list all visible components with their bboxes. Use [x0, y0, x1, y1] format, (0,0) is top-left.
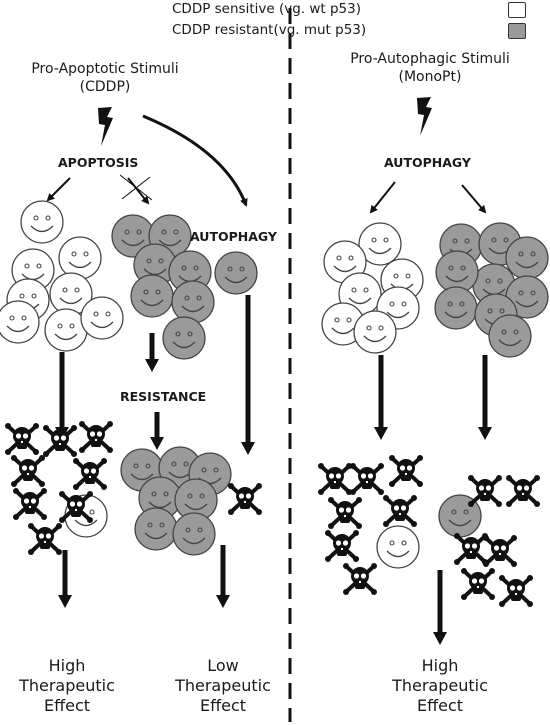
- legend-sensitive-label: CDDP sensitive (vg. wt p53): [172, 1, 362, 17]
- resistance-label: RESISTANCE: [120, 389, 207, 404]
- apoptosis-arrow-blocked: [127, 177, 150, 205]
- low-effect-arrow: [216, 545, 230, 608]
- low-effect-line1: Low: [207, 656, 239, 675]
- left-apoptosis-label: APOPTOSIS: [58, 155, 139, 170]
- skull-crossbones-icon: [228, 483, 262, 515]
- right-autophagy-label: AUTOPHAGY: [384, 155, 471, 170]
- sensitive-cell: [58, 236, 102, 280]
- low-effect-line3: Effect: [199, 696, 247, 715]
- skull-crossbones-icon: [506, 475, 540, 507]
- right-stimulus-title: Pro-Autophagic Stimuli (MonoPt): [325, 50, 535, 86]
- sensitive-cell: [358, 222, 402, 266]
- right-stimulus-line2: (MonoPt): [398, 69, 462, 85]
- resistance-growth-arrow: [150, 412, 164, 450]
- sensitive-cell: [44, 308, 88, 352]
- legend-resistant-swatch: [508, 23, 526, 39]
- resistant-cell: [435, 250, 479, 294]
- skull-crossbones-icon: [13, 488, 47, 520]
- skull-crossbones-icon: [483, 535, 517, 567]
- sensitive-cell: [20, 200, 64, 244]
- skull-crossbones-icon: [43, 425, 77, 457]
- legend-resistant-label: CDDP resistant(vg. mut p53): [172, 22, 367, 38]
- skull-crossbones-icon: [350, 463, 384, 495]
- resistant-cell: [434, 286, 478, 330]
- resistant-cell: [162, 316, 206, 360]
- skull-crossbones-icon: [499, 575, 533, 607]
- right-resistant-death-arrow: [478, 355, 492, 440]
- sensitive-death-arrow: [55, 352, 69, 440]
- resistant-cell: [505, 236, 549, 280]
- low-effect: Low Therapeutic Effect: [168, 656, 278, 716]
- left-stimulus-title: Pro-Apoptotic Stimuli (CDDP): [10, 60, 200, 96]
- skull-crossbones-icon: [59, 491, 93, 523]
- resistant-cell: [171, 280, 215, 324]
- skull-crossbones-icon: [343, 563, 377, 595]
- skull-crossbones-icon: [383, 495, 417, 527]
- skull-crossbones-icon: [468, 475, 502, 507]
- left-high-effect: High Therapeutic Effect: [12, 656, 122, 716]
- resistance-arrow: [145, 333, 159, 372]
- sensitive-cell: [80, 296, 124, 340]
- resistant-cell: [134, 507, 178, 551]
- surviving-sensitive-cell: [376, 525, 420, 569]
- low-effect-line2: Therapeutic: [175, 676, 271, 695]
- skull-crossbones-icon: [389, 455, 423, 487]
- skull-crossbones-icon: [325, 530, 359, 562]
- sensitive-cell: [323, 240, 367, 284]
- right-high-effect-line1: High: [421, 656, 459, 675]
- left-lightning-bolt-icon: [98, 107, 113, 146]
- left-high-effect-line2: Therapeutic: [19, 676, 115, 695]
- skull-crossbones-icon: [28, 523, 62, 555]
- right-lightning-bolt-icon: [417, 97, 432, 136]
- resistant-cell: [174, 478, 218, 522]
- skull-crossbones-icon: [73, 458, 107, 490]
- right-autophagy-arrow-left: [369, 181, 396, 214]
- left-high-effect-line3: Effect: [43, 696, 91, 715]
- autophagy-curved-arrow: [142, 114, 248, 207]
- right-sensitive-death-arrow: [374, 355, 388, 440]
- blocked-x-icon: [119, 174, 153, 201]
- right-high-effect-line3: Effect: [416, 696, 464, 715]
- left-high-effect-arrow: [58, 550, 72, 608]
- sensitive-cell: [49, 272, 93, 316]
- right-stimulus-line1: Pro-Autophagic Stimuli: [350, 51, 510, 67]
- resistant-cell: [214, 251, 258, 295]
- right-autophagy-arrow-right: [461, 184, 487, 214]
- resistant-cell: [172, 512, 216, 556]
- left-high-effect-line1: High: [48, 656, 86, 675]
- skull-crossbones-icon: [318, 463, 352, 495]
- skull-crossbones-icon: [79, 421, 113, 453]
- skull-crossbones-icon: [5, 423, 39, 455]
- left-stimulus-line2: (CDDP): [79, 79, 131, 95]
- right-high-effect: High Therapeutic Effect: [385, 656, 495, 716]
- skull-crossbones-icon: [454, 533, 488, 565]
- resistant-cell: [130, 274, 174, 318]
- right-high-effect-arrow: [433, 570, 447, 645]
- apoptosis-arrow-left: [46, 177, 71, 202]
- resistant-cell: [505, 275, 549, 319]
- autophagy-death-arrow: [241, 295, 255, 455]
- skull-crossbones-icon: [461, 568, 495, 600]
- skull-crossbones-icon: [11, 455, 45, 487]
- left-autophagy-label: AUTOPHAGY: [190, 229, 277, 244]
- sensitive-cell: [353, 310, 397, 354]
- resistant-cell: [488, 314, 532, 358]
- sensitive-cell: [0, 300, 40, 344]
- skull-crossbones-icon: [328, 497, 362, 529]
- left-stimulus-line1: Pro-Apoptotic Stimuli: [31, 61, 179, 77]
- legend-sensitive-swatch: [508, 2, 526, 18]
- right-high-effect-line2: Therapeutic: [392, 676, 488, 695]
